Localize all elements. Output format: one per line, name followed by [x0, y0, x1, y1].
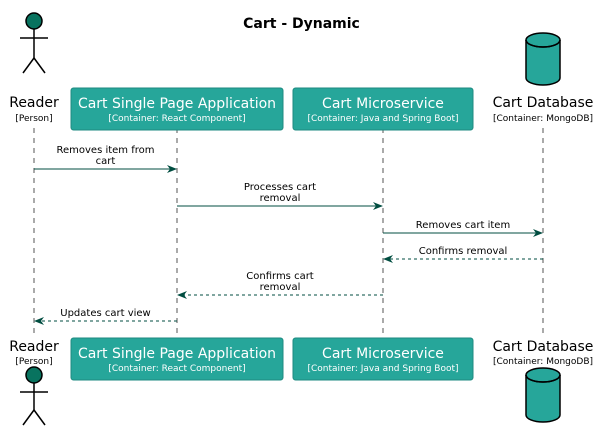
container-box	[292, 337, 474, 381]
message-label: Removes cart item	[416, 220, 510, 231]
container-box	[70, 87, 284, 131]
message-6: Updates cart view	[34, 308, 177, 325]
participant-bottom-reader: Reader [Person]	[9, 339, 59, 426]
participant-top-cart-microservice: Cart Microservice [Container: Java and Sp…	[292, 87, 474, 131]
participant-type: [Person]	[15, 114, 52, 124]
participant-type: [Container: MongoDB]	[493, 357, 593, 367]
container-box	[292, 87, 474, 131]
participant-type: [Container: React Component]	[108, 114, 245, 124]
message-label: Confirms cart	[246, 271, 314, 282]
message-label: Processes cart	[244, 182, 316, 193]
participants: Reader [Person] Cart Single Page Applicati…	[9, 12, 594, 426]
participant-name: Cart Microservice	[322, 96, 444, 112]
diagram-title: Cart - Dynamic	[243, 16, 360, 32]
participant-bottom-cart-database: Cart Database [Container: MongoDB]	[493, 339, 594, 423]
database-icon	[525, 367, 561, 423]
participant-name: Cart Single Page Application	[78, 346, 276, 362]
participant-type: [Person]	[15, 357, 52, 367]
participant-name: Reader	[9, 339, 59, 355]
message-label: removal	[260, 193, 301, 204]
participant-bottom-cart-microservice: Cart Microservice [Container: Java and Sp…	[292, 337, 474, 381]
message-4: Confirms removal	[383, 246, 543, 263]
participant-name: Cart Single Page Application	[78, 96, 276, 112]
participant-name: Cart Database	[493, 339, 594, 355]
message-label: Confirms removal	[419, 246, 508, 257]
person-icon	[20, 366, 48, 426]
participant-top-cart-database: Cart Database [Container: MongoDB]	[493, 32, 594, 124]
message-3: Removes cart item	[383, 220, 543, 237]
message-label: Removes item from	[56, 145, 154, 156]
person-icon	[20, 12, 48, 74]
database-icon	[525, 32, 561, 86]
participant-name: Cart Microservice	[322, 346, 444, 362]
participant-top-cart-single-page-application: Cart Single Page Application [Container: …	[70, 87, 284, 131]
participant-type: [Container: React Component]	[108, 364, 245, 374]
participant-top-reader: Reader [Person]	[9, 12, 59, 124]
message-label: Updates cart view	[60, 308, 150, 319]
container-box	[70, 337, 284, 381]
participant-type: [Container: MongoDB]	[493, 114, 593, 124]
participant-name: Cart Database	[493, 95, 594, 111]
message-label: removal	[260, 282, 301, 293]
message-label: cart	[96, 156, 116, 167]
participant-type: [Container: Java and Spring Boot]	[307, 114, 458, 124]
participant-type: [Container: Java and Spring Boot]	[307, 364, 458, 374]
participant-bottom-cart-single-page-application: Cart Single Page Application [Container: …	[70, 337, 284, 381]
participant-name: Reader	[9, 95, 59, 111]
